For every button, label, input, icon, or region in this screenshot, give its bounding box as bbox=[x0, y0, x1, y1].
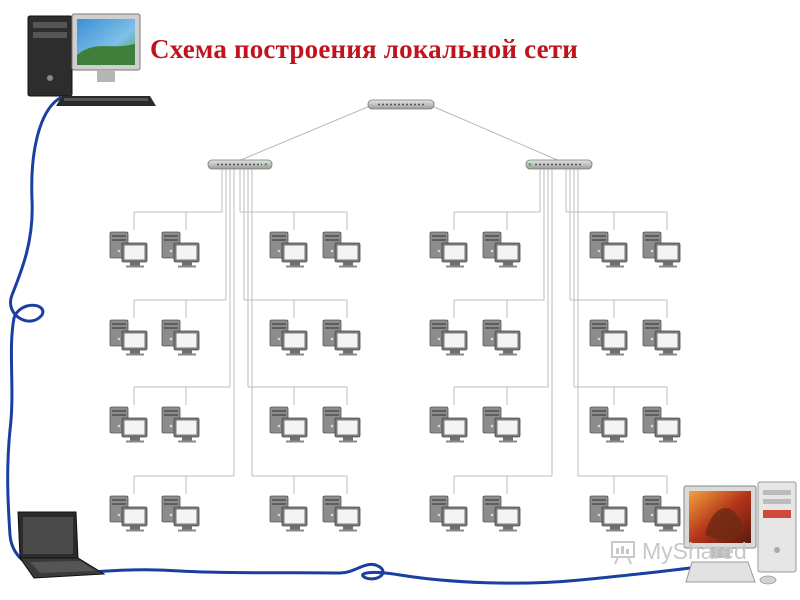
pc-icon bbox=[322, 406, 361, 443]
pc-icon bbox=[109, 495, 148, 532]
pc-icon bbox=[429, 231, 468, 268]
pc-icon bbox=[269, 231, 308, 268]
desktop-computer-icon bbox=[27, 13, 156, 106]
watermark-text: MyShared bbox=[642, 538, 747, 564]
pc-icon bbox=[482, 319, 521, 356]
pc-icon bbox=[589, 319, 628, 356]
pc-icon bbox=[322, 495, 361, 532]
pc-icon bbox=[589, 495, 628, 532]
pc-icon bbox=[482, 495, 521, 532]
pc-icon bbox=[589, 406, 628, 443]
pc-icon bbox=[161, 495, 200, 532]
pc-icon bbox=[161, 406, 200, 443]
diagram-title: Схема построения локальной сети bbox=[150, 34, 579, 64]
laptop-icon bbox=[17, 511, 106, 579]
distribution-wires bbox=[133, 169, 668, 494]
pc-icon bbox=[482, 231, 521, 268]
pc-icon bbox=[161, 319, 200, 356]
pc-icon bbox=[642, 231, 681, 268]
pc-icon bbox=[269, 495, 308, 532]
pc-icon bbox=[109, 406, 148, 443]
pc-icon bbox=[322, 319, 361, 356]
pc-icon bbox=[589, 231, 628, 268]
distribution-switch-right bbox=[525, 159, 593, 170]
pc-icon bbox=[269, 406, 308, 443]
pc-icon bbox=[322, 231, 361, 268]
pc-icon bbox=[642, 495, 681, 532]
distribution-switch-left bbox=[207, 159, 273, 170]
presentation-icon bbox=[611, 540, 635, 564]
pc-icon bbox=[429, 406, 468, 443]
pc-icon bbox=[482, 406, 521, 443]
pc-icon bbox=[161, 231, 200, 268]
pc-icon bbox=[429, 495, 468, 532]
pc-icon bbox=[109, 319, 148, 356]
pc-icon bbox=[642, 406, 681, 443]
pc-icon bbox=[269, 319, 308, 356]
pc-icon bbox=[642, 319, 681, 356]
core-links bbox=[235, 105, 563, 163]
pc-icon bbox=[109, 231, 148, 268]
watermark: MyShared bbox=[610, 538, 747, 565]
gaming-computer-icon bbox=[683, 481, 797, 585]
workstations bbox=[109, 231, 681, 532]
pc-icon bbox=[429, 319, 468, 356]
core-switch bbox=[367, 99, 435, 110]
